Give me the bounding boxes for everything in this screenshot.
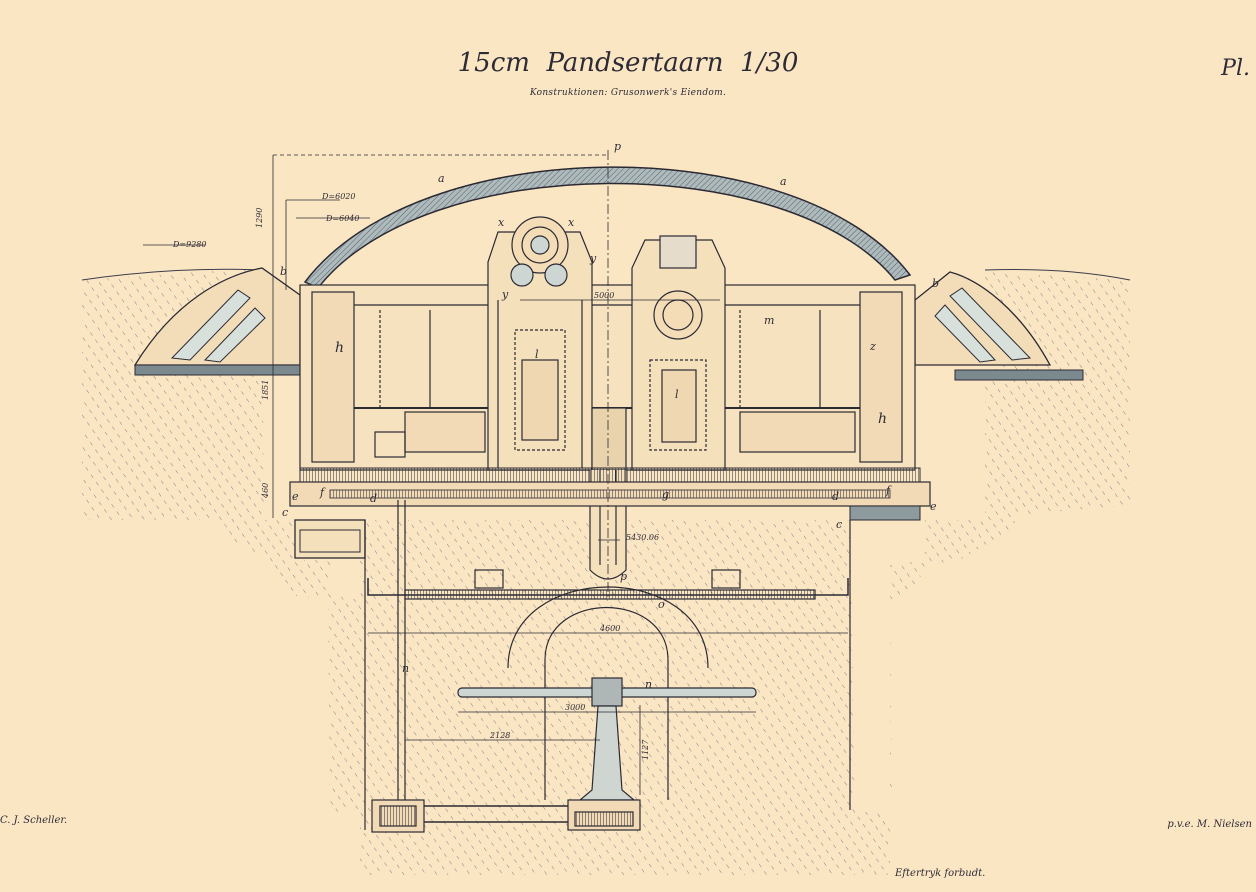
part-letter: x — [568, 216, 575, 229]
title-name: Pandsertaarn — [546, 48, 724, 78]
part-letter: d — [832, 490, 839, 503]
part-letter: o — [658, 598, 665, 611]
part-letter: y — [589, 252, 597, 265]
roller-ring — [299, 467, 921, 483]
part-letter: h — [878, 411, 887, 427]
part-letter: a — [438, 172, 445, 185]
part-letter: l — [535, 348, 539, 361]
part-letter: x — [498, 216, 505, 229]
dimension-labels: D=6020 D=6040 D=9280 1290 1851 460 5000 … — [172, 192, 659, 760]
dimension-label: 5000 — [594, 291, 614, 300]
part-letters: a a b b c c d d e e f f g h h l l m n n … — [280, 140, 939, 691]
part-letter: p — [614, 140, 621, 153]
diameter-label: D=6040 — [325, 214, 359, 223]
part-letter: a — [780, 175, 787, 188]
part-letter: d — [370, 492, 377, 505]
part-letter: g — [662, 488, 669, 501]
dimension-lines — [143, 150, 848, 795]
engraver-credit: p.v.e. M. Nielsen — [1167, 819, 1252, 830]
dimension-label: 1290 — [255, 208, 264, 228]
dimension-label: 460 — [261, 483, 270, 499]
glacis-armour-left — [133, 267, 306, 376]
dome-cupola — [303, 166, 912, 289]
diameter-label: D=9280 — [172, 240, 206, 249]
title-fraction: 1/30 — [739, 48, 799, 78]
dimension-label: 5430.06 — [626, 533, 659, 542]
glacis-armour-right — [914, 271, 1084, 381]
part-letter: f — [885, 484, 892, 497]
part-letter: e — [930, 500, 937, 513]
part-letter: n — [645, 678, 652, 691]
hand-wheel-column — [371, 677, 757, 833]
copyright-note: Eftertryk forbudt. — [895, 868, 986, 879]
gun-left — [487, 216, 593, 471]
dimension-label: 1127 — [641, 739, 650, 760]
part-letter: z — [869, 340, 876, 353]
part-letter: m — [764, 314, 774, 327]
plate-label: Pl. — [1221, 56, 1250, 81]
part-letter: f — [319, 486, 326, 499]
part-letter: c — [836, 518, 842, 531]
diameter-label: D=6020 — [321, 192, 355, 201]
part-letter: b — [280, 265, 287, 278]
part-letter: h — [335, 340, 344, 356]
gun-right — [631, 235, 726, 471]
drawing-subtitle: Konstruktionen: Grusonwerk's Eiendom. — [529, 88, 727, 98]
part-letter: c — [282, 506, 288, 519]
part-letter: l — [675, 388, 679, 401]
part-letter: p — [620, 570, 627, 583]
part-letter: e — [292, 490, 299, 503]
draftsman-credit: C. J. Scheller. — [0, 815, 68, 826]
drawing-title: 15cm Pandsertaarn 1/30 — [0, 48, 1256, 78]
dimension-label: 2128 — [489, 731, 510, 740]
part-letter: n — [402, 662, 409, 675]
dimension-label: 1851 — [261, 380, 270, 400]
dimension-label: 4600 — [599, 624, 620, 633]
title-number: 15cm — [457, 48, 530, 78]
part-letter: b — [932, 277, 939, 290]
part-letter: y — [501, 288, 509, 301]
dimension-label: 3000 — [565, 703, 585, 712]
